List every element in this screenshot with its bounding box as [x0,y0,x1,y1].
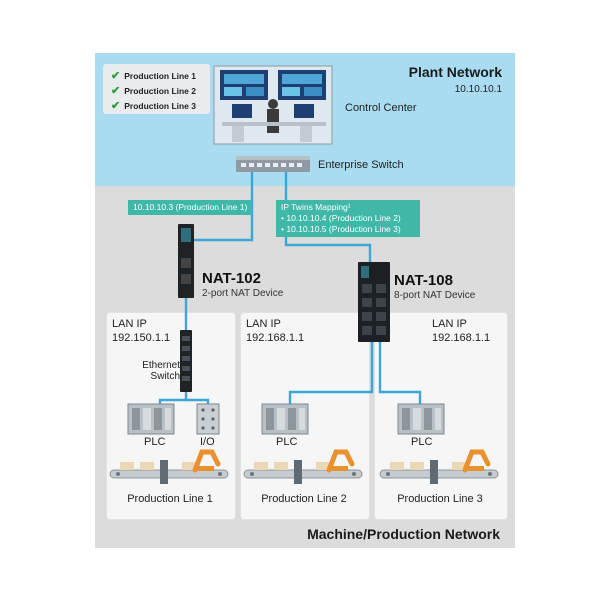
ip-twins-item: • 10.10.10.5 (Production Line 3) [281,224,401,234]
plc-icon-3 [397,403,445,435]
ethernet-switch-icon [180,330,192,392]
ip-twins-title: IP Twins Mapping¹ [281,202,351,212]
nat-102-name: NAT-102 [202,270,261,287]
conveyor-robot-icon-3 [379,449,499,484]
io-module-icon [196,403,220,435]
nat102-ip-tag: 10.10.10.3 (Production Line 1) [128,200,253,215]
nat-108-description: 8-port NAT Device [394,290,476,301]
nat-102-device-icon [178,224,194,298]
lan-ip-value: 192.168.1.1 [246,332,305,344]
ip-twins-mapping-tag: IP Twins Mapping¹ • 10.10.10.4 (Producti… [276,200,420,237]
production-line-label: Production Line 1 [127,493,213,505]
lan-ip-label: LAN IP [112,318,147,330]
ethernet-switch-label: Ethernet Switch [142,360,180,382]
plant-network-ip: 10.10.10.1 [454,84,502,95]
enterprise-switch-icon [236,156,310,172]
control-center-label: Control Center [345,102,417,114]
production-checklist: ✔Production Line 1 ✔Production Line 2 ✔P… [103,64,210,114]
plc-label: PLC [411,436,433,448]
plc-icon-1 [127,403,175,435]
production-line-label: Production Line 3 [397,493,483,505]
machine-network-title: Machine/Production Network [307,526,500,542]
conveyor-robot-icon-2 [243,449,363,484]
lan-ip-label: LAN IP [246,318,281,330]
checkmark-icon: ✔ [111,85,121,97]
lan-ip-label: LAN IP [432,318,467,330]
checklist-item: ✔Production Line 2 [111,85,196,97]
nat-102-description: 2-port NAT Device [202,288,284,299]
checkmark-icon: ✔ [111,70,121,82]
plant-network-title: Plant Network [408,64,502,80]
plc-label: PLC [144,436,166,448]
ip-twins-item: • 10.10.10.4 (Production Line 2) [281,213,401,223]
control-center-icon [213,65,333,145]
checkmark-icon: ✔ [111,100,121,112]
nat-108-name: NAT-108 [394,272,453,289]
production-line-label: Production Line 2 [261,493,347,505]
nat-108-device-icon [358,262,390,342]
io-label: I/O [200,436,215,448]
conveyor-robot-icon-1 [109,449,229,484]
lan-ip-value: 192.168.1.1 [432,332,491,344]
enterprise-switch-label: Enterprise Switch [318,159,404,171]
plc-icon-2 [261,403,309,435]
checklist-item: ✔Production Line 3 [111,100,196,112]
checklist-item: ✔Production Line 1 [111,70,196,82]
plc-label: PLC [276,436,298,448]
lan-ip-value: 192.150.1.1 [112,332,171,344]
